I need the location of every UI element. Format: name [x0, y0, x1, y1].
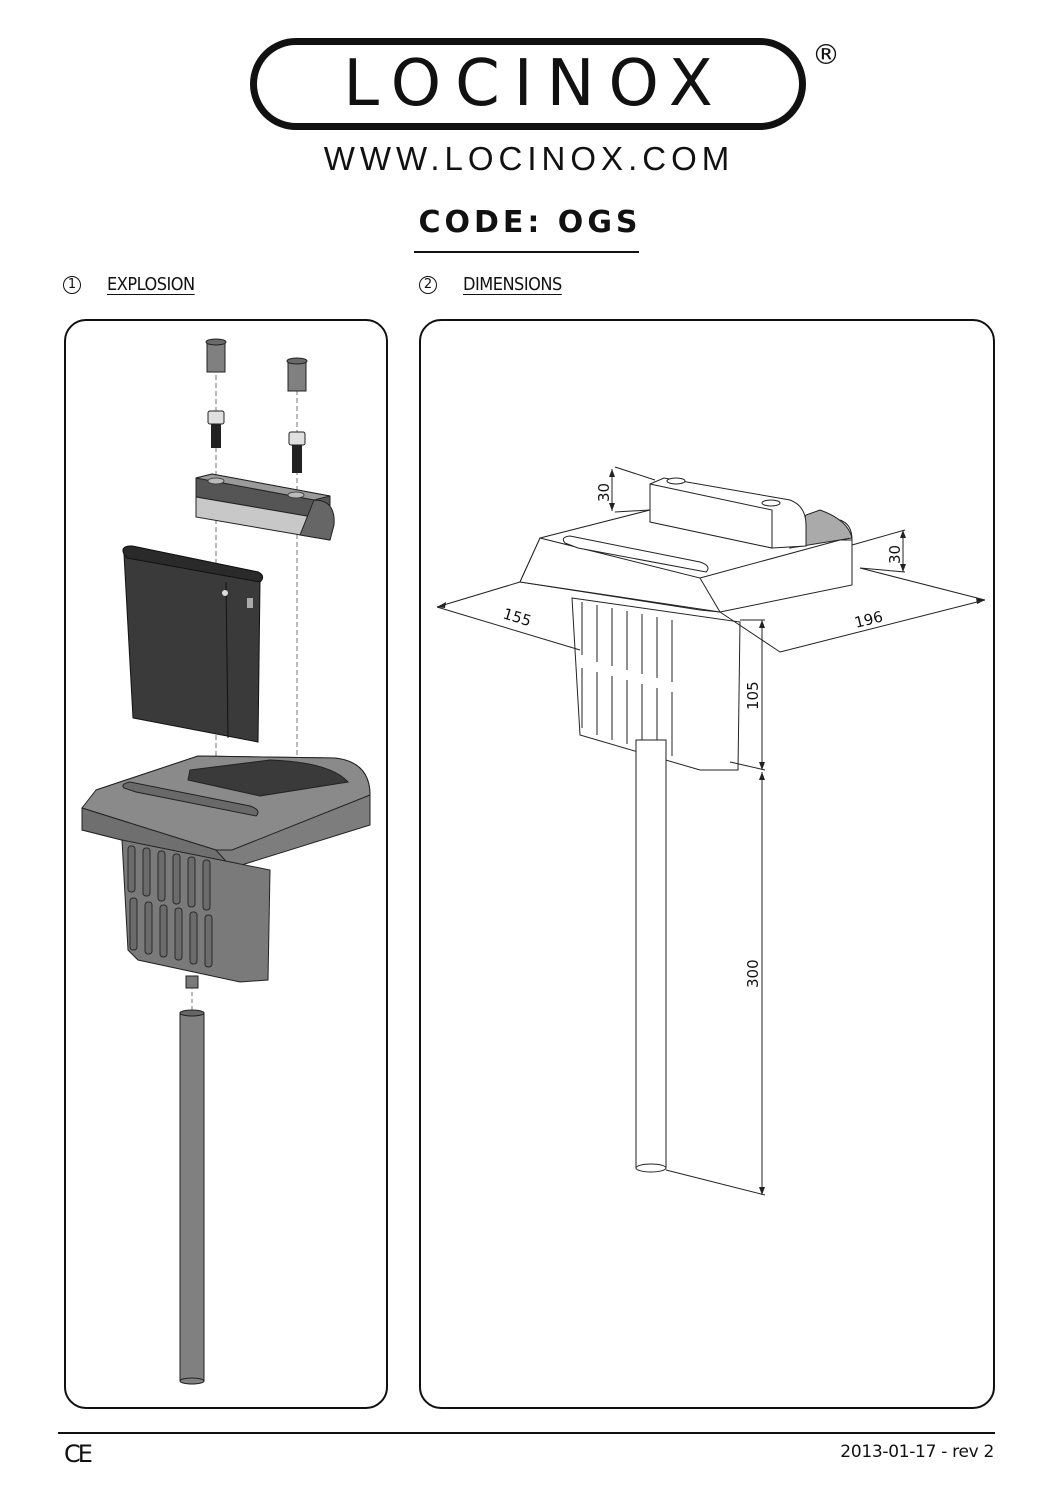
section-heading-explosion: 1 EXPLOSION: [63, 274, 195, 295]
date-revision: 2013-01-17 - rev 2: [840, 1442, 994, 1462]
dimensions-panel: [419, 319, 995, 1409]
dim-label-base-height: 30: [886, 545, 904, 564]
section-title: EXPLOSION: [107, 274, 195, 295]
section-title: DIMENSIONS: [463, 274, 562, 295]
bolt-icon: [207, 410, 225, 448]
title-underline: [414, 251, 639, 253]
handle-bar-icon: [195, 473, 335, 541]
ground-pin-icon: [179, 1009, 205, 1385]
section-number-badge: 1: [63, 275, 81, 294]
dim-label-handle-height: 30: [595, 483, 613, 502]
bushing-icon: [205, 338, 227, 373]
dimension-arrows: [437, 469, 985, 1195]
product-code-title: CODE: OGS: [418, 205, 642, 240]
dim-label-depth: 155: [501, 605, 534, 631]
brand-logo-text: LOCINOX: [343, 47, 727, 121]
website-url: WWW.LOCINOX.COM: [323, 140, 735, 177]
section-heading-dimensions: 2 DIMENSIONS: [419, 274, 562, 295]
registered-mark: ®: [812, 38, 840, 71]
bolt-icon: [288, 431, 306, 473]
dim-label-width: 196: [853, 607, 885, 631]
section-number-badge: 2: [419, 275, 437, 294]
dim-label-pin-length: 300: [744, 959, 762, 988]
dim-label-body-height: 105: [744, 681, 762, 710]
bushing-icon: [286, 357, 308, 392]
explosion-panel: [64, 319, 388, 1409]
base-housing-icon: [81, 755, 371, 989]
product-outline: [519, 477, 853, 1173]
brand-logo: LOCINOX: [250, 38, 806, 130]
footer-divider: [58, 1432, 995, 1434]
ce-mark-icon: CE: [64, 1440, 93, 1468]
receptacle-insert-icon: [122, 545, 264, 743]
